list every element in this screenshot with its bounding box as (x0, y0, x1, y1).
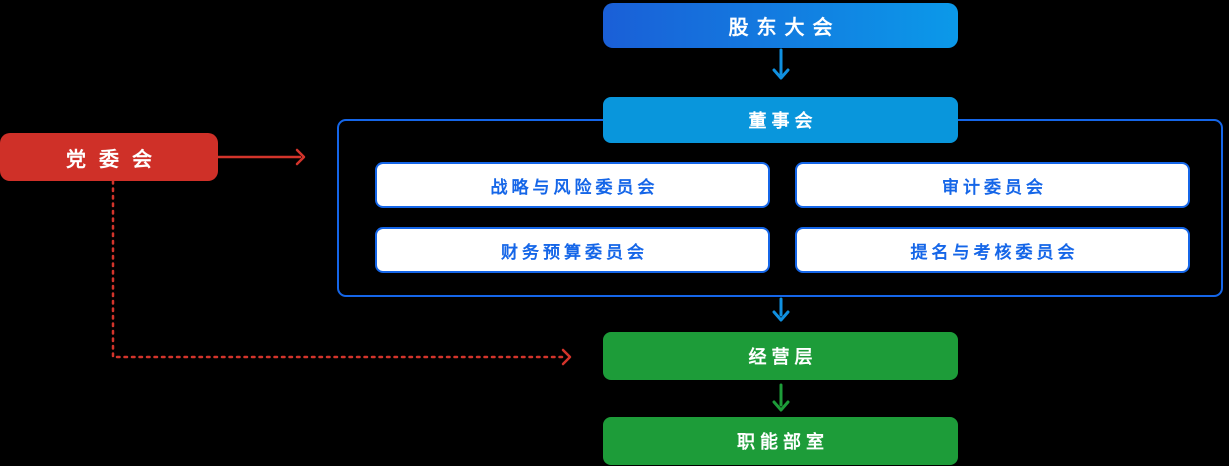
arrow-shareholders-to-board (772, 48, 790, 80)
arrow-down-icon (772, 400, 790, 412)
node-functional-departments: 职能部室 (603, 417, 958, 465)
node-shareholders-meeting: 股东大会 (603, 3, 958, 48)
node-committee-audit: 审计委员会 (795, 162, 1190, 208)
node-board-of-directors: 董事会 (603, 97, 958, 143)
arrow-party-to-board (216, 148, 306, 166)
arrow-down-icon (772, 310, 790, 322)
node-committee-nomination-assessment: 提名与考核委员会 (795, 227, 1190, 273)
arrow-management-to-departments (772, 383, 790, 412)
arrow-down-icon (772, 68, 790, 80)
arrow-board-to-management (772, 297, 790, 322)
node-committee-finance-budget: 财务预算委员会 (375, 227, 770, 273)
arrow-right-icon (561, 348, 572, 366)
node-management-level: 经营层 (603, 332, 958, 380)
arrow-right-icon (295, 148, 306, 166)
node-party-committee: 党委会 (0, 133, 218, 181)
node-committee-strategy-risk: 战略与风险委员会 (375, 162, 770, 208)
